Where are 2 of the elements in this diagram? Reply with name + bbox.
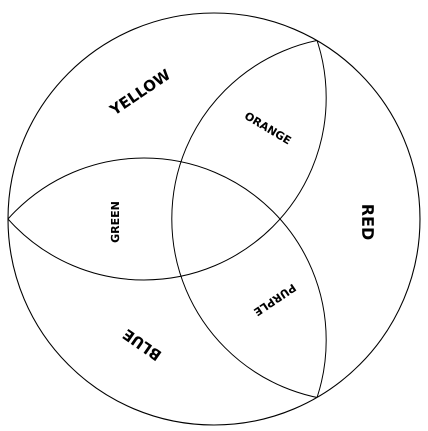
region-label: GREEN — [110, 202, 120, 242]
region-label: RED — [362, 205, 374, 240]
